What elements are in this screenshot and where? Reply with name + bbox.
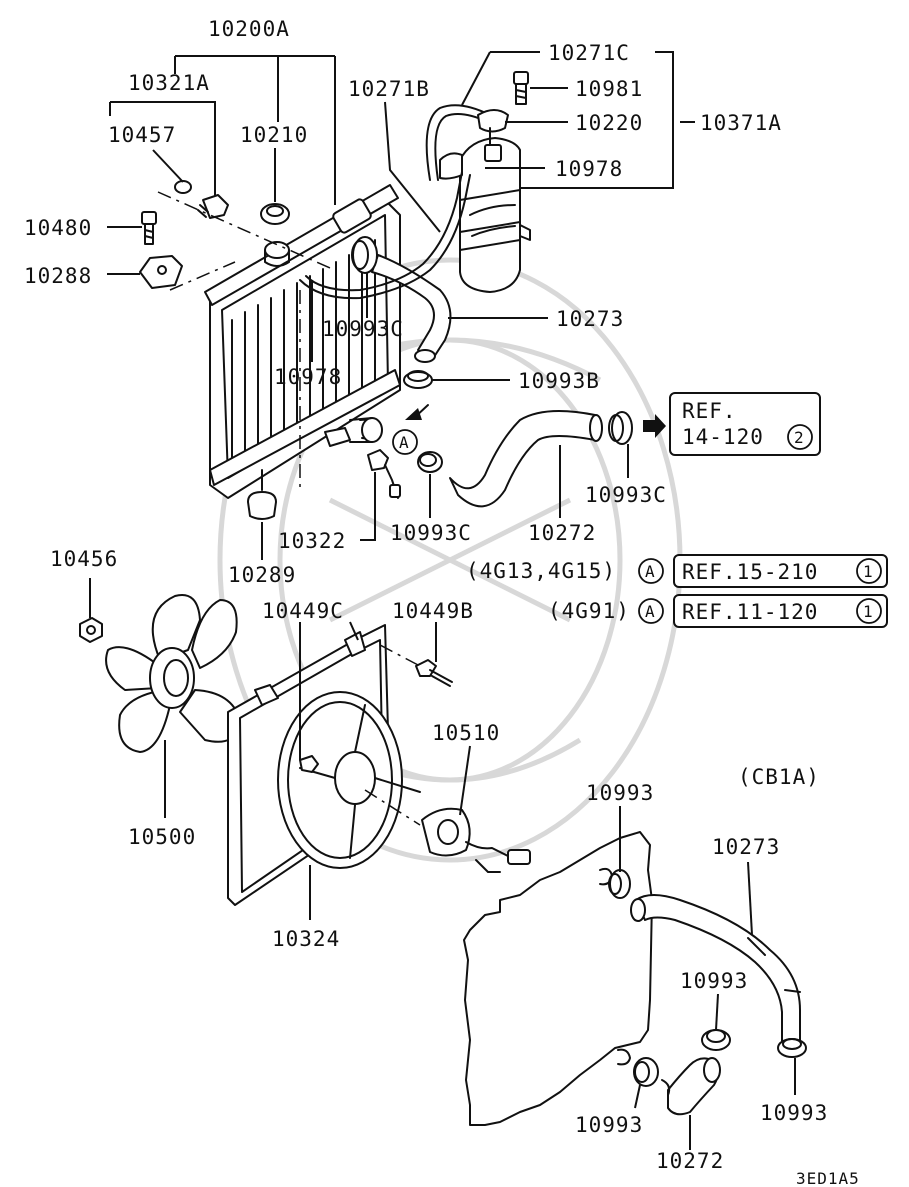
ref-row-15-210-num: 1 [863, 562, 874, 581]
label-10200A: 10200A [208, 17, 290, 41]
ref-row-marker-a: A [645, 562, 656, 581]
tube-10271C [425, 104, 491, 181]
label-10993-b: 10993 [680, 969, 748, 993]
ref-row-15-210-text: REF.15-210 [682, 560, 818, 584]
label-10449B: 10449B [392, 599, 474, 623]
ref-row-11-120-num: 1 [863, 602, 874, 621]
marker-a-arrow-icon [405, 404, 429, 420]
cb1a-clamp-10993-b [701, 1029, 731, 1051]
label-10456: 10456 [50, 547, 118, 571]
label-10272: 10272 [528, 521, 596, 545]
ref-box-circle-num: 2 [794, 428, 805, 447]
label-10510: 10510 [432, 721, 500, 745]
label-10457: 10457 [108, 123, 176, 147]
label-10993C-upper: 10993C [322, 317, 404, 341]
ref-row-engine-4g13: (4G13,4G15) [466, 559, 616, 583]
label-10271C: 10271C [548, 41, 630, 65]
radiator [204, 184, 401, 499]
bolt-10981 [513, 71, 529, 105]
bracket-10288 [139, 255, 183, 289]
clamp-10993C-upper [351, 236, 378, 274]
fan-blade-10500 [105, 594, 241, 753]
label-10993-a: 10993 [586, 781, 654, 805]
label-10273-cb1a: 10273 [712, 835, 780, 859]
ref-row-11-120-text: REF.11-120 [682, 600, 818, 624]
label-10993C-mid: 10993C [390, 521, 472, 545]
label-10289: 10289 [228, 563, 296, 587]
label-10210: 10210 [240, 123, 308, 147]
fan-shroud-10324 [227, 624, 421, 906]
o-ring-10457 [174, 180, 192, 194]
label-10271B: 10271B [348, 77, 430, 101]
cb1a-lower-hose-10272 [661, 1057, 721, 1116]
thermo-switch-10321A [197, 194, 229, 219]
assembly-lines-top [157, 191, 331, 490]
assembly-lines-mid [364, 644, 421, 826]
grommet-10289 [247, 491, 277, 520]
label-10288: 10288 [24, 264, 92, 288]
clamp-10993C-right [608, 411, 633, 445]
label-10981: 10981 [575, 77, 643, 101]
leader-lines [89, 51, 796, 1150]
label-10993-c: 10993 [760, 1101, 828, 1125]
label-10273: 10273 [556, 307, 624, 331]
bolt-10449C [299, 755, 319, 773]
label-10993B: 10993B [518, 369, 600, 393]
bolt-10449B [415, 659, 453, 687]
cb1a-clamp-10993-d [633, 1057, 659, 1087]
clamp-10993C-left [417, 451, 443, 473]
marker-a-text: A [399, 433, 410, 452]
ref-row-engine-4g91: (4G91) [548, 599, 630, 623]
label-10272-cb1a: 10272 [656, 1149, 724, 1173]
overflow-tube-10271B [299, 171, 471, 300]
ref-box-14-120[interactable]: REF. 14-120 2 [669, 392, 821, 456]
ref-box-page: 14-120 [682, 425, 764, 449]
ref-row-15-210[interactable]: (4G13,4G15) A REF.15-210 1 [466, 554, 888, 588]
label-10449C: 10449C [262, 599, 344, 623]
label-10322: 10322 [278, 529, 346, 553]
cap-10220 [477, 109, 509, 146]
bolt-10480 [141, 211, 157, 245]
ref-box-title: REF. [682, 399, 737, 423]
clamp-10993B [403, 370, 433, 389]
label-10480: 10480 [24, 216, 92, 240]
ref-row-marker-a-2: A [645, 602, 656, 621]
label-10371A: 10371A [700, 111, 782, 135]
radiator-cap-10210 [260, 203, 290, 225]
label-10324: 10324 [272, 927, 340, 951]
ref-arrow-icon [643, 414, 666, 438]
nut-10456 [79, 617, 103, 643]
fan-motor-10510 [421, 807, 531, 873]
label-10220: 10220 [575, 111, 643, 135]
variant-label-cb1a: (CB1A) [738, 765, 820, 789]
label-10500: 10500 [128, 825, 196, 849]
label-10321A: 10321A [128, 71, 210, 95]
marker-a-circle: A [392, 429, 418, 455]
ref-row-11-120[interactable]: (4G91) A REF.11-120 1 [548, 594, 888, 628]
label-10993-d: 10993 [575, 1113, 643, 1137]
lower-hose-10272 [449, 410, 603, 508]
lower-hose-outlet [349, 417, 383, 443]
cb1a-clamp-10993-a [608, 869, 631, 899]
drain-plug-10322 [367, 449, 401, 499]
label-10978-mid: 10978 [274, 365, 342, 389]
diagram-code: 3ED1A5 [796, 1169, 860, 1187]
label-10978-top: 10978 [555, 157, 623, 181]
reserve-tank [439, 137, 531, 293]
part-labels: 10200A 10321A 10457 10210 10271B 10271C … [24, 17, 860, 1187]
cb1a-clamp-10993-c [777, 1038, 807, 1058]
label-10993C-right: 10993C [585, 483, 667, 507]
